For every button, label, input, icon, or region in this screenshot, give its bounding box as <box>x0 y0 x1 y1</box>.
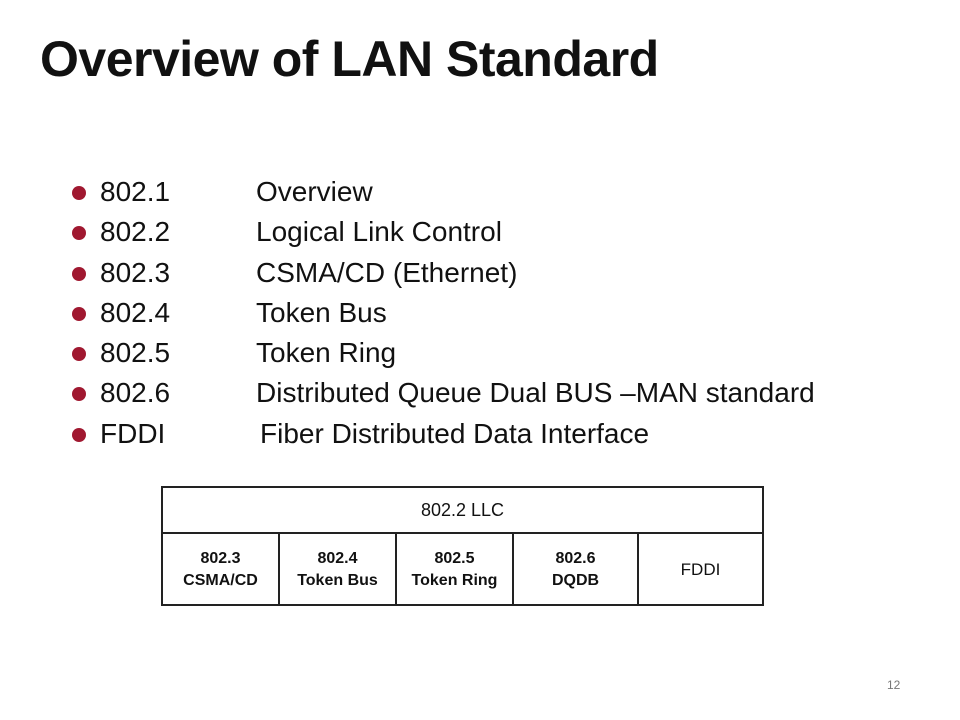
bullet-dot-icon <box>72 347 86 362</box>
box-line-2: Token Bus <box>297 572 378 589</box>
llc-layer-box: 802.2 LLC <box>163 488 762 534</box>
standard-code: 802.4 <box>100 296 171 328</box>
box-line-1: 802.6 <box>555 550 596 567</box>
standard-code: 802.6 <box>100 377 171 409</box>
mac-box-802-4: 802.4 Token Bus <box>280 534 397 606</box>
bullet-dot-icon <box>72 387 86 402</box>
standard-code: 802.3 <box>100 256 171 288</box>
box-line-2: CSMA/CD <box>183 572 258 589</box>
standard-code: 802.2 <box>100 216 171 248</box>
standard-description: Fiber Distributed Data Interface <box>260 417 650 449</box>
bullet-dot-icon <box>72 427 86 442</box>
standard-description: CSMA/CD (Ethernet) <box>256 256 518 288</box>
protocol-stack-diagram: 802.2 LLC 802.3 CSMA/CD 802.4 Token Bus … <box>161 486 764 606</box>
box-line-1: 802.5 <box>434 550 475 567</box>
page-number: 12 <box>887 678 901 692</box>
mac-box-802-5: 802.5 Token Ring <box>397 534 514 606</box>
box-line-2: DQDB <box>551 572 600 589</box>
mac-box-802-3: 802.3 CSMA/CD <box>163 534 280 606</box>
box-line-2: Token Ring <box>411 572 498 589</box>
bullet-dot-icon <box>72 266 86 281</box>
standard-description: Distributed Queue Dual BUS –MAN standard <box>256 377 815 409</box>
mac-box-fddi: FDDI <box>639 534 762 606</box>
standard-code: FDDI <box>100 417 166 449</box>
box-line-1: FDDI <box>680 560 721 579</box>
box-line-1: 802.3 <box>200 550 241 567</box>
box-line-1: 802.4 <box>317 550 358 567</box>
standard-description: Token Ring <box>256 337 397 369</box>
slide-title: Overview of LAN Standard <box>40 31 659 87</box>
mac-box-802-6: 802.6 DQDB <box>514 534 639 606</box>
bullet-dot-icon <box>72 306 86 321</box>
standard-code: 802.5 <box>100 337 171 369</box>
standard-description: Logical Link Control <box>256 216 502 248</box>
standard-description: Overview <box>256 176 373 207</box>
bullet-dot-icon <box>72 226 86 241</box>
standard-description: Token Bus <box>256 296 387 328</box>
standard-code: 802.1 <box>100 176 171 207</box>
bullet-dot-icon <box>72 186 86 200</box>
